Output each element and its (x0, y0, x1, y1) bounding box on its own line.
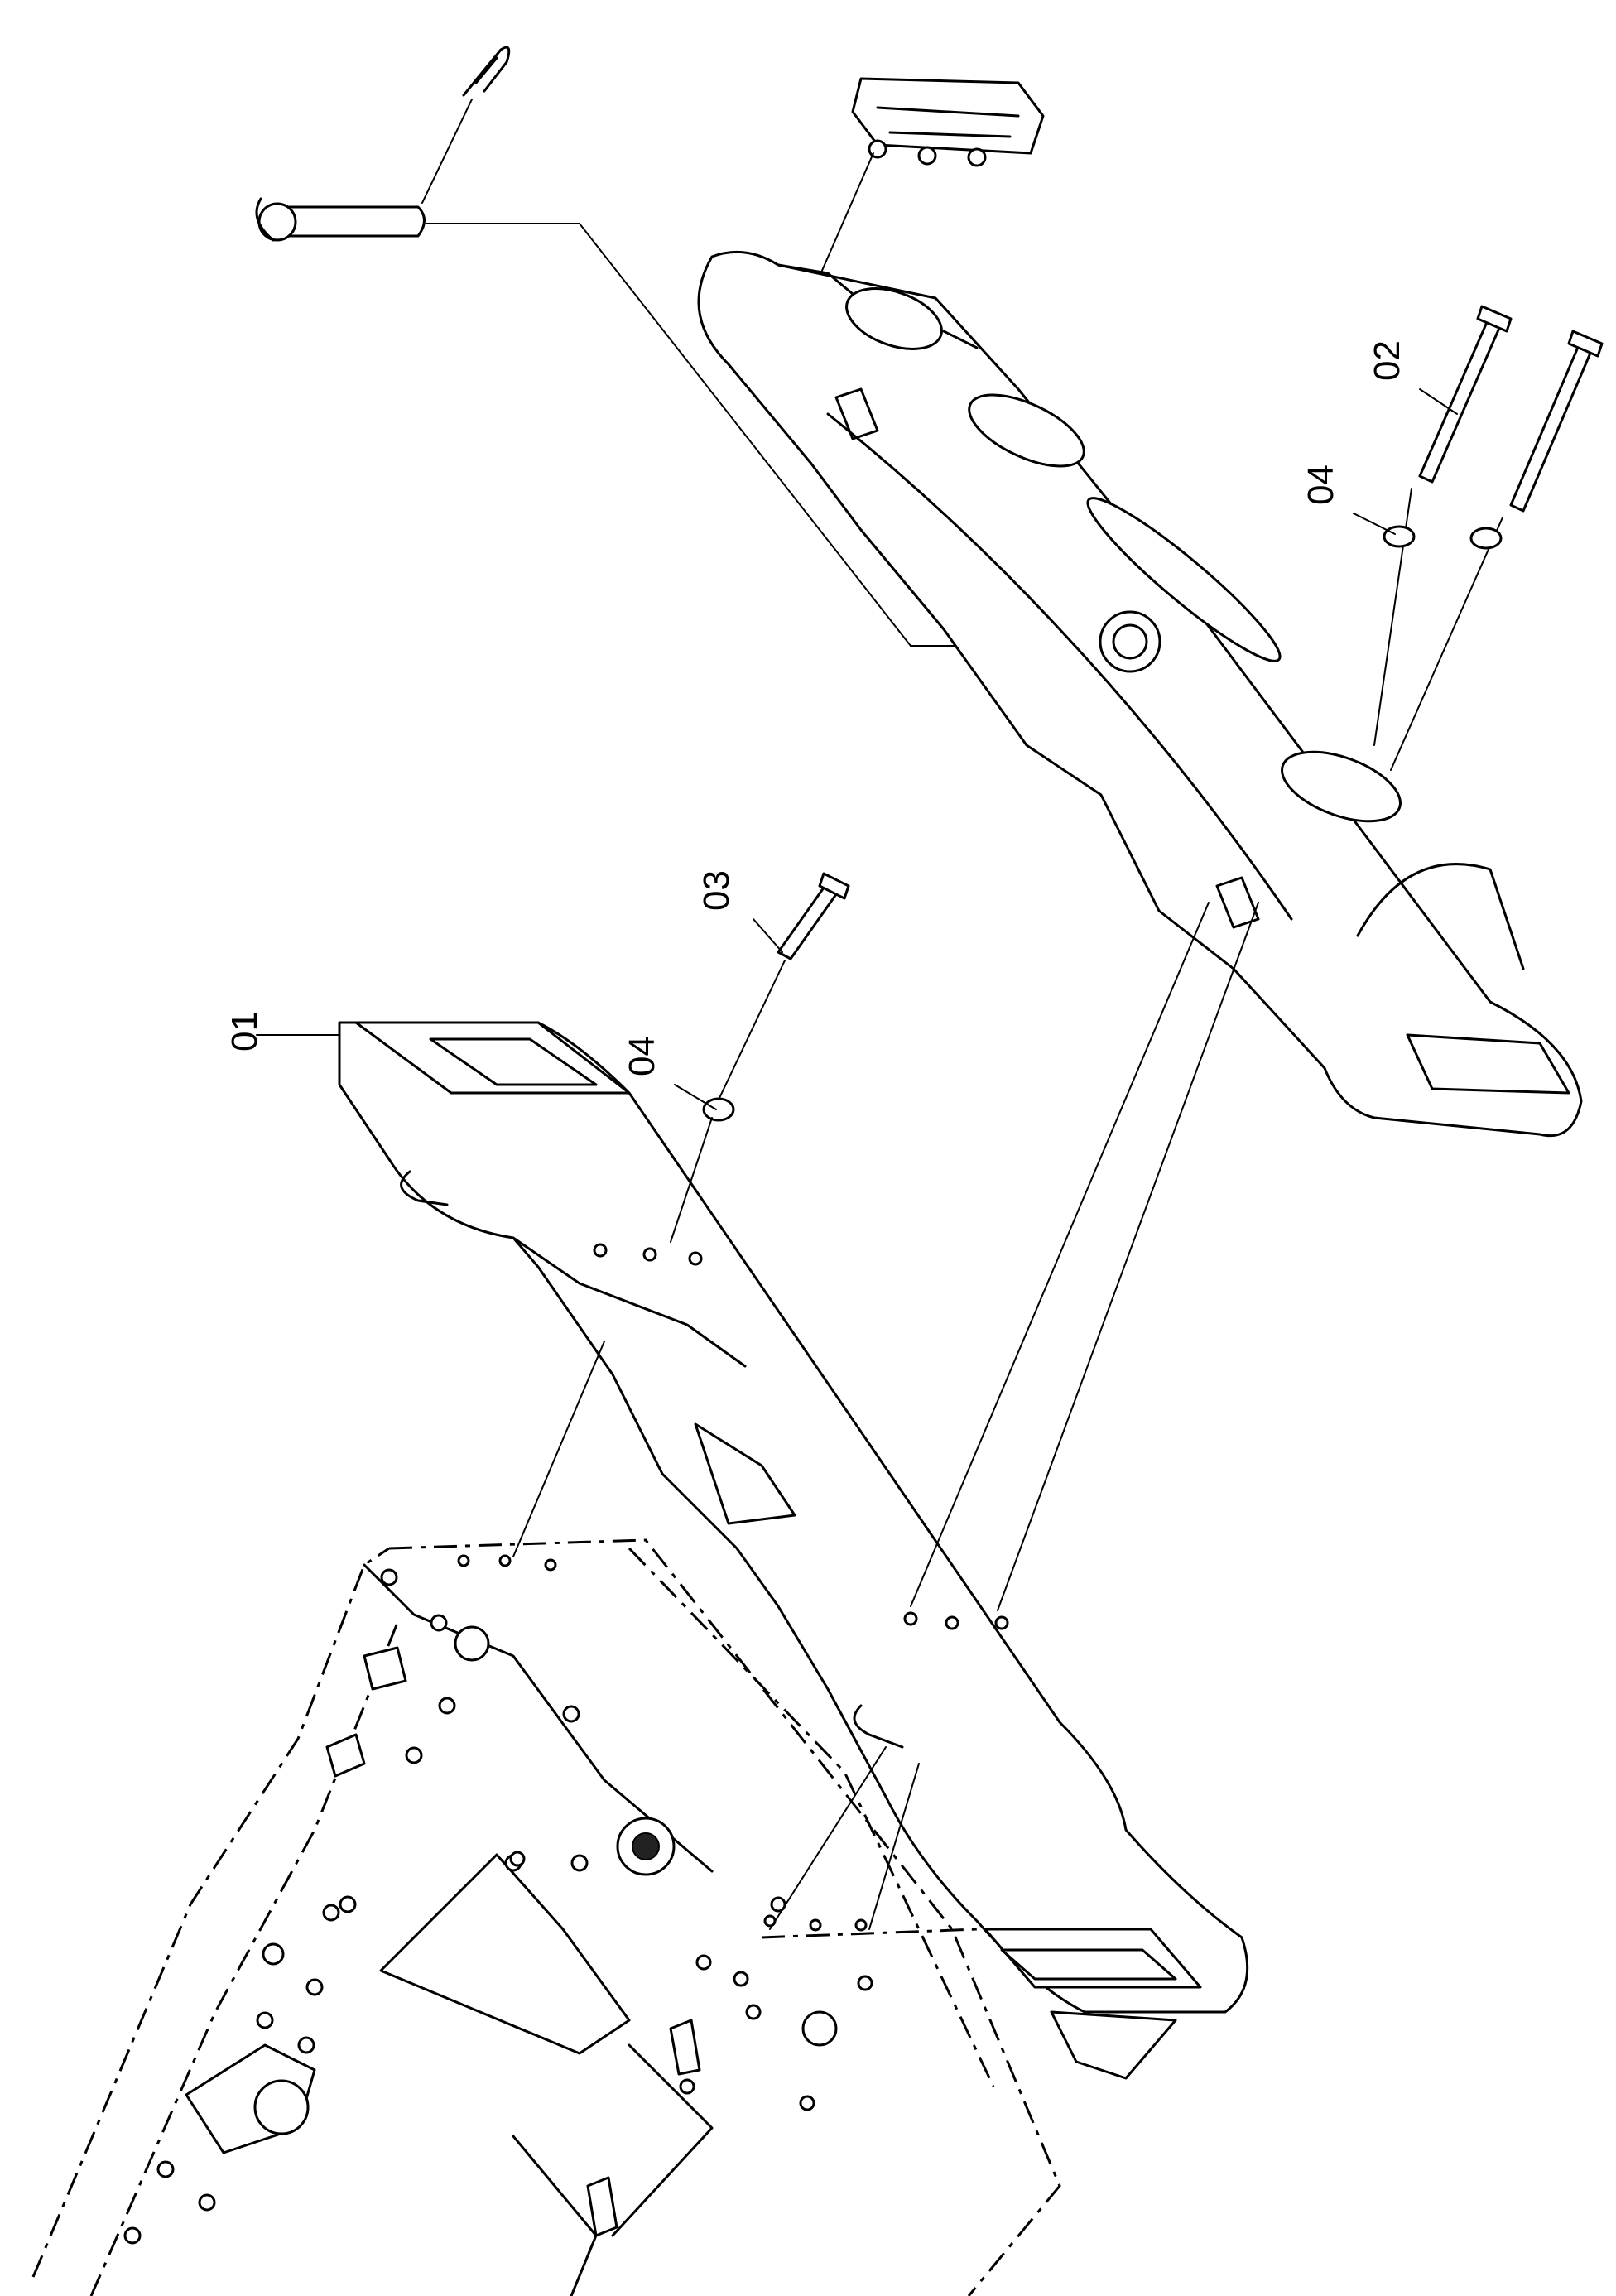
callout-labels: 01 02 03 04 04 (224, 340, 1458, 1110)
bolt-02-pair (1373, 305, 1604, 771)
bolt-03 (711, 872, 850, 1114)
mounting-plate-part (815, 77, 1045, 286)
callout-04-bolt03: 04 (622, 1036, 662, 1076)
washer-04-single (702, 1097, 735, 1122)
callout-04-bolt02: 04 (1301, 464, 1341, 505)
washer-04-pair (1383, 525, 1503, 550)
callout-03: 03 (696, 870, 737, 911)
counterweight-part (697, 250, 1583, 1138)
frame-bolts (123, 1568, 873, 2245)
callout-01: 01 (224, 1011, 265, 1052)
frame-holes (457, 1554, 868, 1932)
weight-carrier-part (256, 902, 1259, 2080)
callout-02: 02 (1367, 340, 1407, 381)
tractor-frame (31, 1538, 1061, 2296)
